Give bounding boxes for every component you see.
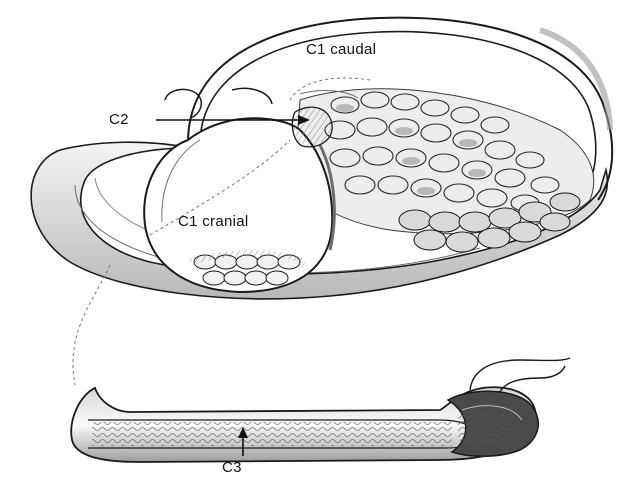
c3-compartment bbox=[71, 358, 570, 462]
label-c3: C3 bbox=[222, 459, 242, 476]
c1-caudal-folds bbox=[295, 89, 594, 252]
label-c1-caudal: C1 caudal bbox=[306, 41, 376, 58]
label-c1-cranial: C1 cranial bbox=[178, 213, 249, 230]
label-c2: C2 bbox=[109, 111, 129, 128]
